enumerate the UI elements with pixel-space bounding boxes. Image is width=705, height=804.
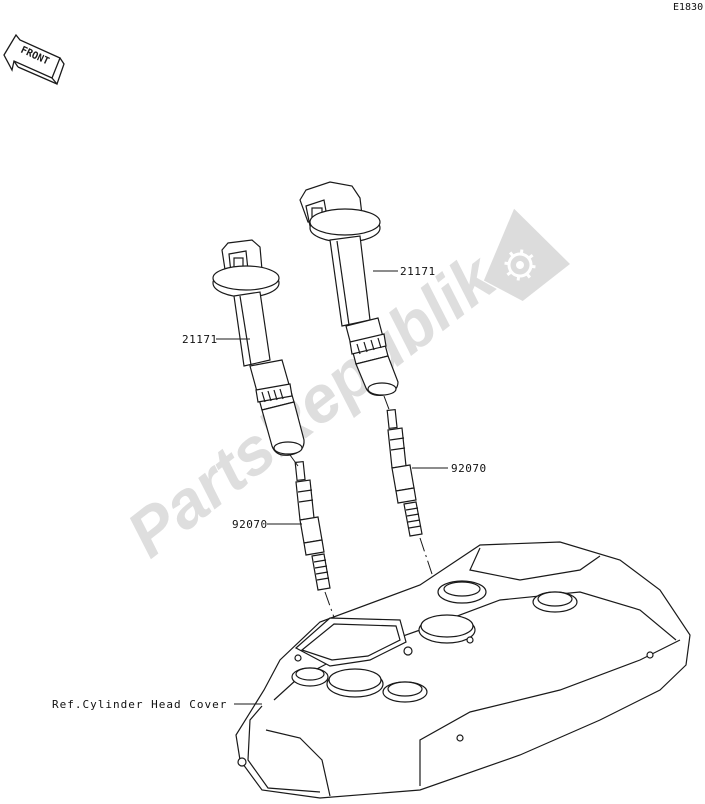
part-number-coil-right[interactable]: 21171 [400,265,436,278]
cylinder-head-cover [235,541,691,799]
spark-plug-left [294,460,331,591]
leader-lines [216,270,448,705]
part-number-plug-right[interactable]: 92070 [451,462,487,475]
diagram-code: E1830 [673,2,704,13]
ignition-coil-right [299,181,399,396]
part-number-coil-left[interactable]: 21171 [182,333,218,346]
front-arrow-icon: FRONT [3,33,65,86]
spark-plug-right [386,408,423,537]
reference-label: Ref.Cylinder Head Cover [52,698,228,711]
part-number-plug-left[interactable]: 92070 [232,518,268,531]
ignition-coil-left [212,239,305,456]
gear-icon [483,208,570,301]
